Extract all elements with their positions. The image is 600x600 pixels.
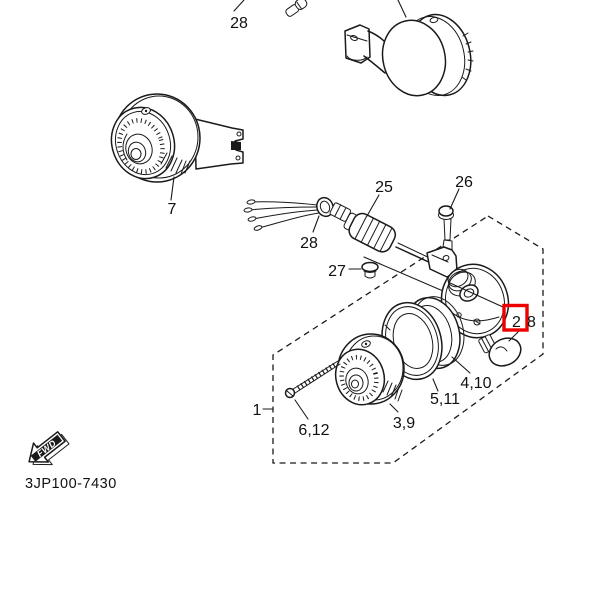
lens bbox=[334, 333, 405, 406]
harness-wire-out bbox=[395, 246, 434, 265]
leader-line-7 bbox=[170, 176, 175, 201]
leader-line-26 bbox=[449, 188, 460, 210]
mount-bolt bbox=[438, 188, 460, 241]
socket-boot bbox=[343, 212, 397, 253]
fwd-arrow-icon: FWD bbox=[28, 431, 70, 466]
housing-screw-detail bbox=[473, 318, 481, 326]
lens-fresnel-ticks bbox=[339, 355, 379, 401]
diagram-part-code: 3JP100-7430 bbox=[25, 476, 117, 492]
lamp-mount-bracket bbox=[344, 24, 371, 64]
assembly-boundary-dashed-box bbox=[272, 215, 544, 464]
callout-27[interactable]: 27 bbox=[328, 263, 346, 280]
lamp-housing bbox=[426, 239, 510, 339]
shell-rib-hatching bbox=[461, 32, 474, 81]
harness-barrel bbox=[329, 202, 352, 222]
housing-clamp bbox=[426, 246, 458, 278]
connector-fragment bbox=[285, 0, 308, 17]
callout-28-top[interactable]: 28 bbox=[230, 15, 248, 32]
selected-part-highlight-box[interactable] bbox=[502, 303, 529, 332]
leader-line-28-top bbox=[233, 0, 245, 12]
turn-signal-assembly-left bbox=[110, 93, 244, 201]
fwd-arrow-band bbox=[30, 434, 63, 462]
wiring-harness bbox=[243, 194, 458, 298]
wire-terminal bbox=[247, 216, 257, 222]
callout-2[interactable]: 2 bbox=[512, 314, 521, 331]
callout-6-12[interactable]: 6,12 bbox=[298, 422, 329, 439]
shell-screw-detail bbox=[429, 16, 439, 24]
callout-8[interactable]: 8 bbox=[527, 314, 536, 331]
callout-3-9[interactable]: 3,9 bbox=[393, 415, 415, 432]
bulb bbox=[478, 330, 522, 367]
leader-line-2-socket bbox=[449, 282, 504, 308]
leader-line-3-9 bbox=[389, 403, 399, 413]
callout-25[interactable]: 25 bbox=[375, 179, 393, 196]
grommet bbox=[348, 261, 379, 279]
wire-terminal bbox=[246, 199, 256, 205]
lens-rib-hatching bbox=[382, 380, 403, 402]
leader-line-4-10 bbox=[451, 356, 471, 374]
wire-terminal bbox=[243, 207, 253, 213]
leader-line-to-housing bbox=[363, 256, 458, 298]
lamp-front-face bbox=[381, 19, 447, 97]
lens-screw bbox=[284, 360, 341, 420]
lens-fresnel-ticks bbox=[117, 118, 165, 174]
leader-line-25 bbox=[366, 194, 380, 217]
callout-28-mid[interactable]: 28 bbox=[300, 235, 318, 252]
turn-signal-assembly-right bbox=[344, 0, 474, 97]
callout-1[interactable]: 1 bbox=[253, 402, 262, 419]
leader-line-2-8 bbox=[508, 330, 520, 342]
leader-line-6-12 bbox=[294, 399, 309, 420]
leader-line-right-lamp bbox=[397, 0, 407, 18]
callout-5-11[interactable]: 5,11 bbox=[430, 391, 460, 408]
leader-line-5-11 bbox=[432, 378, 439, 392]
lamp7-rib-hatching bbox=[160, 152, 191, 175]
wire-terminal bbox=[253, 225, 263, 231]
callout-4-10[interactable]: 4,10 bbox=[460, 375, 491, 392]
leader-line-28-mid bbox=[312, 215, 320, 233]
callout-7[interactable]: 7 bbox=[168, 201, 177, 218]
bracket-slot bbox=[231, 141, 241, 150]
callout-26[interactable]: 26 bbox=[455, 174, 473, 191]
